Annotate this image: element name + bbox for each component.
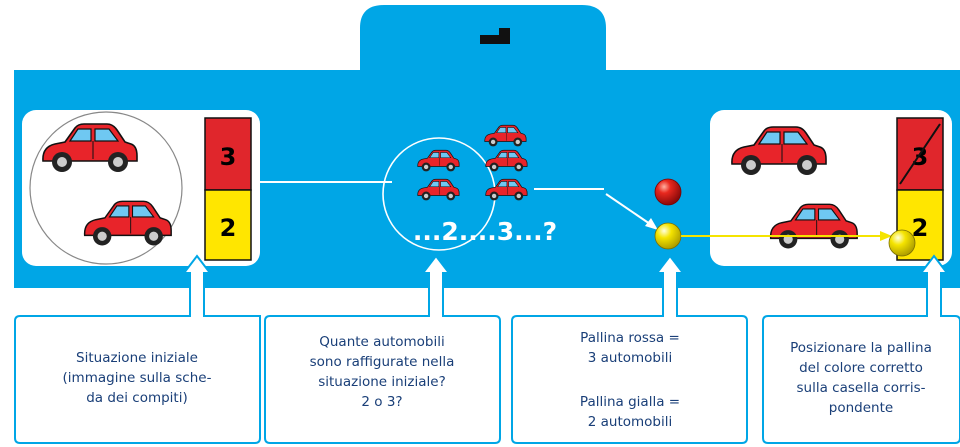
svg-text:pondente: pondente bbox=[829, 400, 893, 416]
result-top-value: 3 bbox=[912, 143, 929, 171]
callout-2-text: Quante automobili sono raffigurate nella… bbox=[310, 334, 455, 410]
initial-circle bbox=[29, 111, 183, 265]
initial-top-value: 3 bbox=[220, 143, 237, 171]
svg-text:2 automobili: 2 automobili bbox=[588, 414, 673, 430]
svg-text:(immagine sulla sche-: (immagine sulla sche- bbox=[63, 370, 212, 386]
initial-yellow-box bbox=[204, 189, 252, 261]
initial-red-box bbox=[204, 117, 252, 191]
svg-text:sulla casella corris-: sulla casella corris- bbox=[797, 380, 926, 396]
callout-4 bbox=[762, 254, 960, 444]
result-bottom-value: 2 bbox=[912, 214, 929, 242]
svg-text:Situazione iniziale: Situazione iniziale bbox=[76, 350, 198, 366]
card-number bbox=[480, 28, 510, 44]
placed-yellow-ball bbox=[888, 229, 916, 257]
svg-text:da dei compiti): da dei compiti) bbox=[86, 390, 188, 406]
svg-text:2 o 3?: 2 o 3? bbox=[361, 394, 402, 410]
svg-text:sono raffigurate nella: sono raffigurate nella bbox=[310, 354, 455, 370]
svg-text:Pallina rossa =: Pallina rossa = bbox=[580, 330, 680, 346]
svg-text:Pallina gialla =: Pallina gialla = bbox=[580, 394, 680, 410]
callout-1 bbox=[14, 254, 261, 444]
yellow-ball bbox=[654, 222, 682, 250]
question-overlay-text: ...2....3...? bbox=[413, 217, 557, 246]
callout-1-text: Situazione iniziale (immagine sulla sche… bbox=[63, 350, 212, 406]
result-card: 3 2 bbox=[710, 110, 952, 266]
svg-text:3 automobili: 3 automobili bbox=[588, 350, 673, 366]
svg-text:situazione iniziale?: situazione iniziale? bbox=[318, 374, 446, 390]
arrow-to-ball-head bbox=[645, 218, 658, 230]
callout-2 bbox=[264, 254, 501, 444]
strike-line bbox=[899, 123, 941, 185]
svg-text:del colore corretto: del colore corretto bbox=[799, 360, 923, 376]
question-cluster: ...2....3...? bbox=[382, 124, 557, 251]
callout-3-text: Pallina rossa = 3 automobili Pallina gia… bbox=[580, 330, 680, 430]
svg-text:Posizionare la pallina: Posizionare la pallina bbox=[790, 340, 932, 356]
callout-4-text: Posizionare la pallina del colore corret… bbox=[790, 340, 932, 416]
initial-card: 3 2 bbox=[22, 110, 260, 266]
move-arrow-head bbox=[880, 231, 892, 241]
svg-text:Quante automobili: Quante automobili bbox=[319, 334, 445, 350]
callout-3 bbox=[511, 254, 748, 444]
initial-bottom-value: 2 bbox=[220, 214, 237, 242]
arrow-to-ball bbox=[605, 193, 651, 225]
red-ball bbox=[654, 178, 682, 206]
